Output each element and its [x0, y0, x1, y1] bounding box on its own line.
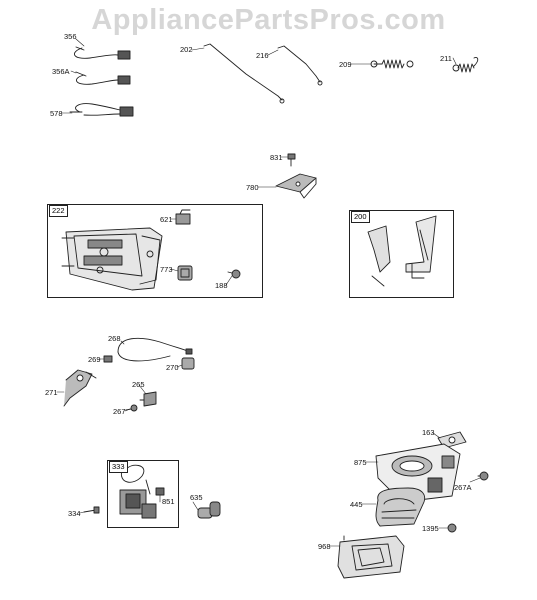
part-265-clamp: [139, 391, 157, 407]
part-334-screw: [83, 506, 100, 514]
part-968-cover: [337, 535, 405, 579]
part-1395-screw: [447, 523, 457, 533]
label-211: 211: [440, 54, 452, 63]
part-188-screw: [227, 269, 241, 279]
part-269-clip: [103, 355, 113, 363]
label-202: 202: [180, 45, 193, 54]
group-222-tag: 222: [49, 205, 68, 217]
label-780: 780: [246, 183, 259, 192]
label-268: 268: [108, 334, 121, 343]
label-216: 216: [256, 51, 269, 60]
label-773: 773: [160, 265, 173, 274]
part-578-harness: [69, 103, 134, 117]
label-875: 875: [354, 458, 367, 467]
label-267: 267: [113, 407, 126, 416]
label-270: 270: [166, 363, 179, 372]
label-635: 635: [190, 493, 203, 502]
leader-lines: [56, 38, 481, 547]
part-356A-harness: [75, 71, 131, 85]
part-333-solenoid: [119, 464, 157, 519]
part-211-spring: [452, 57, 479, 73]
part-271-lever: [63, 369, 97, 407]
part-780-bracket: [275, 173, 317, 199]
part-875-base: [375, 443, 461, 503]
part-209-spring: [370, 59, 414, 69]
part-270-nut: [181, 357, 195, 370]
part-200-bracket: [367, 215, 437, 287]
part-773-grommet: [177, 265, 193, 281]
part-216-rod: [277, 45, 323, 86]
group-222-box: [47, 204, 263, 298]
label-265: 265: [132, 380, 145, 389]
label-267A: 267A: [454, 483, 472, 492]
group-333-box: [107, 460, 179, 528]
group-333-tag: 333: [109, 461, 128, 473]
part-445-filter: [375, 487, 426, 527]
part-268-cable: [117, 337, 193, 362]
group-200-box: [349, 210, 454, 298]
part-222-bracket: [61, 227, 163, 291]
label-269: 269: [88, 355, 101, 364]
part-831-screw: [287, 153, 296, 167]
label-851: 851: [162, 497, 175, 506]
label-621: 621: [160, 215, 173, 224]
label-188: 188: [215, 281, 228, 290]
label-445: 445: [350, 500, 363, 509]
group-200-tag: 200: [351, 211, 370, 223]
label-356: 356: [64, 32, 77, 41]
label-163: 163: [422, 428, 435, 437]
label-334: 334: [68, 509, 81, 518]
label-271: 271: [45, 388, 58, 397]
part-202-rod: [203, 43, 285, 104]
label-1395: 1395: [422, 524, 439, 533]
label-968: 968: [318, 542, 331, 551]
part-356-harness: [74, 46, 131, 60]
label-578: 578: [50, 109, 63, 118]
part-635-fitting: [197, 501, 221, 519]
label-831: 831: [270, 153, 283, 162]
part-267A-screw: [477, 471, 489, 481]
watermark: AppliancePartsPros.com: [91, 4, 446, 36]
label-356A: 356A: [52, 67, 70, 76]
label-209: 209: [339, 60, 352, 69]
part-267-screw: [125, 404, 138, 412]
